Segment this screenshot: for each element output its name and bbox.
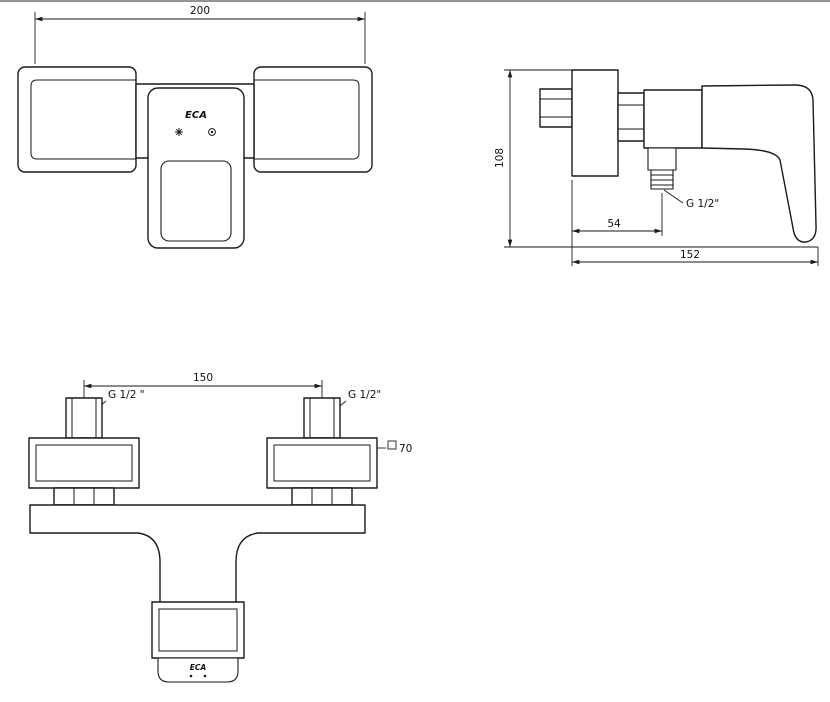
right-inlet-thread-callout: G 1/2"	[334, 389, 381, 411]
bottom-view: 150 G 1/2 " G 1/2"	[28, 372, 412, 683]
brand-logo-bottom: ECA	[190, 663, 207, 672]
icon-ring	[208, 128, 216, 136]
brand-logo-front: ECA	[185, 110, 207, 121]
side-depth-dimension: 152	[572, 247, 819, 266]
handle-front	[160, 160, 232, 242]
inlet-centers-dimension: 150	[83, 372, 323, 398]
front-view: 200 ECA	[17, 5, 373, 249]
body-square-dim-label: 70	[399, 443, 412, 455]
inlet-centers-dim-label: 150	[193, 372, 213, 384]
front-width-dimension: 200	[34, 5, 366, 64]
square-symbol-icon	[387, 440, 397, 450]
supply-connector	[539, 88, 573, 128]
left-inlet-thread-label: G 1/2 "	[108, 389, 145, 401]
mixer-front-body: ECA	[17, 66, 373, 249]
right-inlet-nut	[291, 487, 353, 506]
icon-stroke	[175, 128, 183, 136]
wall-plate-side	[571, 69, 619, 177]
right-inlet	[266, 397, 378, 506]
block-inner-line	[35, 444, 133, 482]
hot-target-icon	[208, 128, 216, 136]
left-inlet-nut	[53, 487, 115, 506]
cold-asterisk-icon	[175, 128, 183, 136]
side-view: 108 G 1/2" 54	[494, 69, 819, 266]
right-inlet-thread-label: G 1/2"	[348, 389, 381, 401]
body-square-dimension: 70	[377, 440, 412, 455]
spout-box	[151, 601, 245, 659]
right-body-face-line	[254, 79, 360, 160]
logo-dot	[203, 674, 207, 678]
left-inlet-block	[28, 437, 140, 489]
side-offset-dimension: 54	[571, 180, 663, 266]
side-height-dimension: 108	[494, 69, 818, 248]
side-offset-dim-label: 54	[607, 218, 621, 230]
left-valve-body	[17, 66, 137, 173]
outlet-body	[647, 147, 677, 171]
left-inlet	[28, 397, 140, 506]
logo-dot	[189, 674, 193, 678]
block-inner-line	[273, 444, 371, 482]
right-valve-body	[253, 66, 373, 173]
spout-box-inner-line	[158, 608, 238, 652]
side-depth-dim-label: 152	[680, 249, 700, 261]
handle-side	[701, 84, 817, 243]
outlet-thread-callout: G 1/2"	[663, 189, 719, 210]
left-inlet-pipe	[65, 397, 103, 439]
valve-body-side	[643, 89, 703, 149]
connection-nut	[617, 92, 645, 142]
icon-dot	[210, 130, 214, 134]
bottom-body-bar	[29, 504, 366, 607]
left-body-face-line	[30, 79, 136, 160]
right-inlet-pipe	[303, 397, 341, 439]
front-width-dim-label: 200	[190, 5, 210, 17]
mixer-side-body	[539, 69, 817, 243]
spout-cap	[157, 657, 239, 683]
side-height-dim-label: 108	[494, 148, 506, 168]
leader-line	[663, 189, 684, 204]
outlet-thread-label: G 1/2"	[686, 198, 719, 210]
mixer-bottom-body: ECA	[29, 504, 366, 683]
